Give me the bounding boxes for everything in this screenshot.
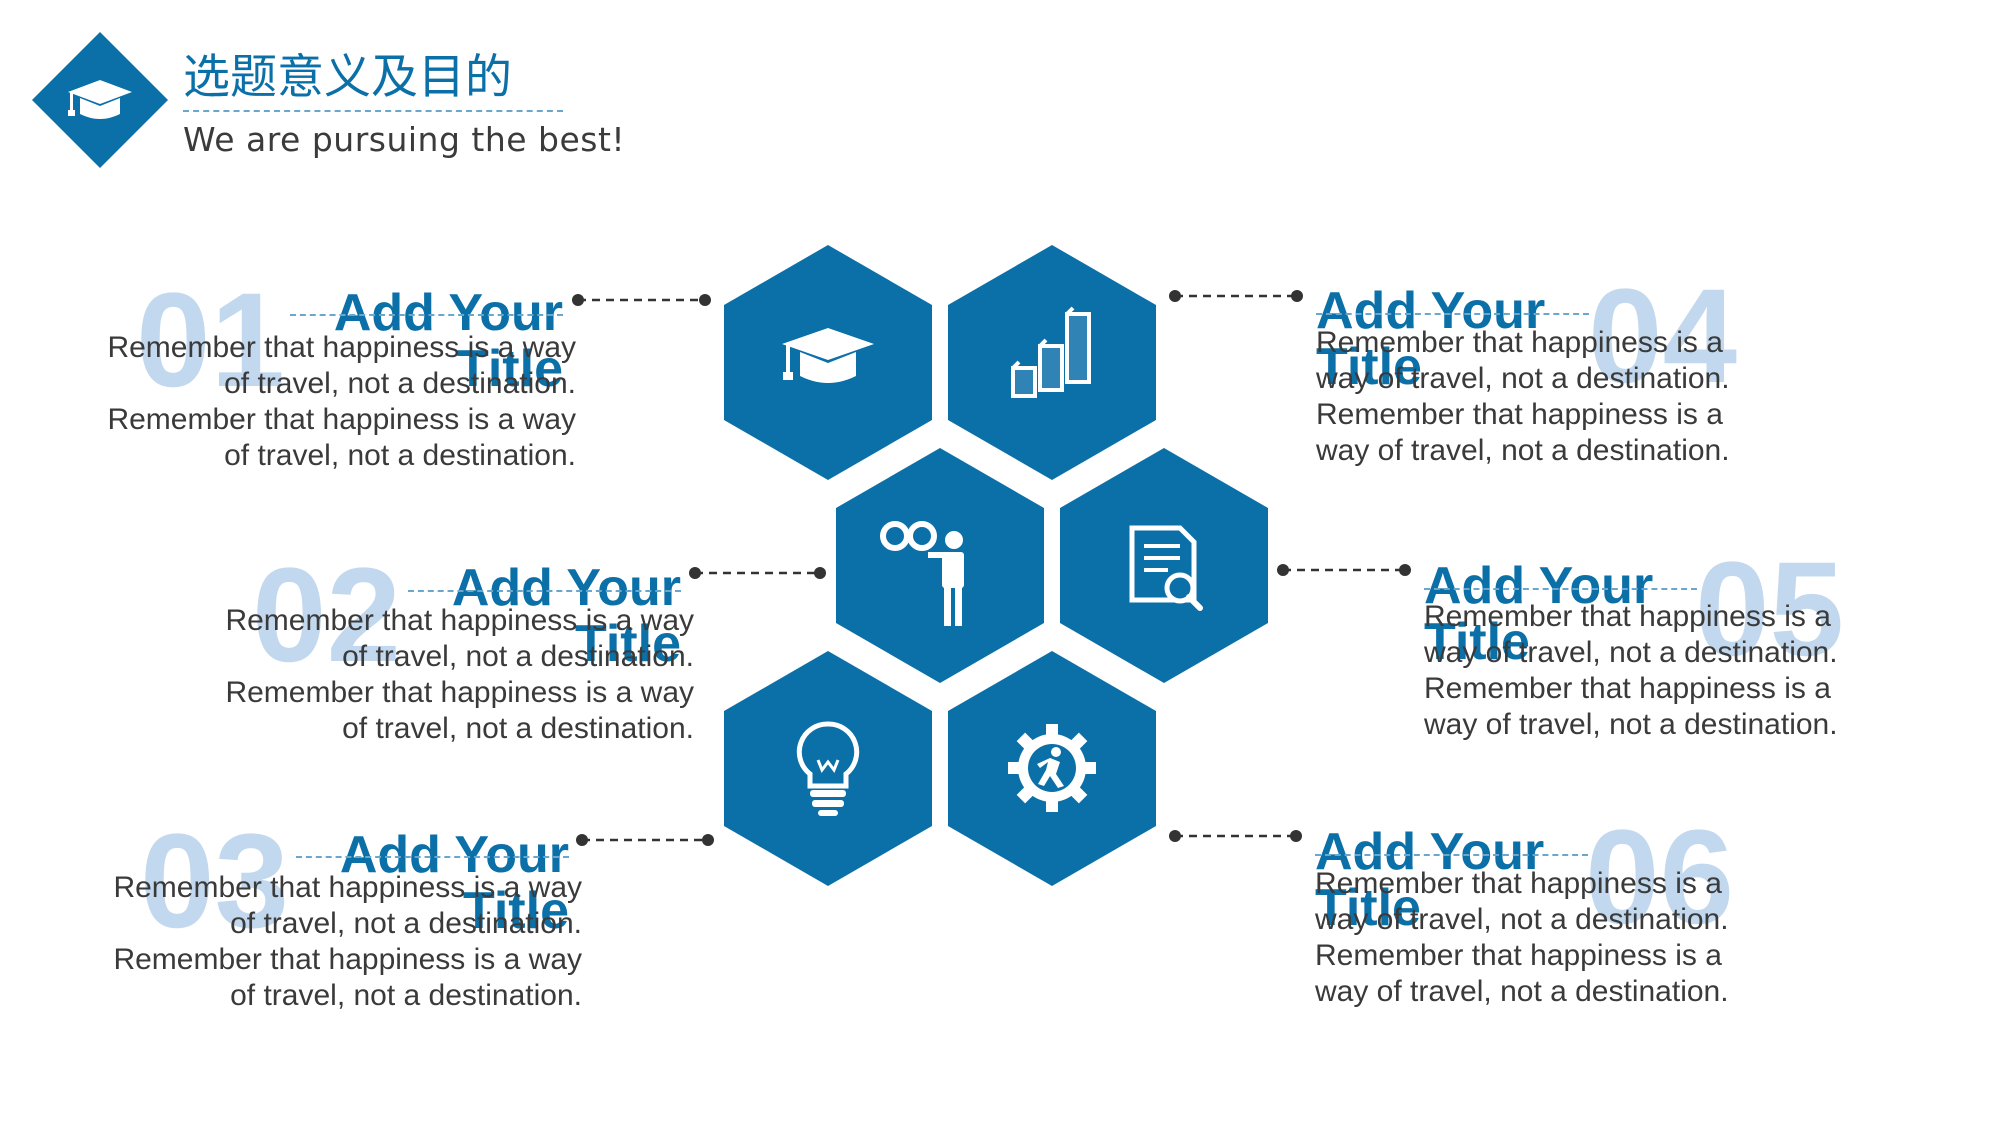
- item-title-05: Add Your Title: [1424, 557, 1654, 671]
- item-text-03: Remember that happiness is a way of trav…: [113, 871, 582, 1012]
- connector-04: [1169, 290, 1303, 302]
- item-text-04: Remember that happiness is a way of trav…: [1316, 326, 1730, 467]
- item-title-underline-05: [1424, 588, 1697, 590]
- item-title-underline-02: [408, 590, 681, 592]
- hexagon-3: [836, 448, 1044, 683]
- item-title-03: Add Your Title: [339, 826, 569, 940]
- item-number-03: 03: [140, 807, 290, 956]
- hexagon-2: [948, 245, 1156, 480]
- lightbulb-icon: [796, 721, 860, 816]
- item-title-01: Add Your Title: [333, 284, 563, 398]
- item-title-underline-06: [1315, 854, 1588, 856]
- item-title-underline-01: [290, 314, 563, 316]
- hexagon-1: [724, 245, 932, 480]
- connector-05: [1277, 564, 1411, 576]
- graduation-cap-icon: [782, 328, 874, 383]
- graduation-cap-icon: [68, 80, 132, 119]
- gear-runner-icon: [1008, 724, 1096, 812]
- binoculars-person-icon: [880, 521, 964, 626]
- document-search-icon: [1129, 525, 1203, 611]
- item-number-02: 02: [252, 541, 402, 690]
- item-text-01: Remember that happiness is a way of trav…: [107, 331, 576, 472]
- connector-03: [576, 834, 714, 846]
- connector-06: [1169, 830, 1302, 842]
- bar-chart-icon: [1011, 306, 1091, 398]
- item-text-06: Remember that happiness is a way of trav…: [1315, 867, 1729, 1008]
- item-text-05: Remember that happiness is a way of trav…: [1424, 600, 1838, 741]
- item-text-02: Remember that happiness is a way of trav…: [225, 604, 694, 745]
- hexagon-5: [724, 651, 932, 886]
- page-subtitle: We are pursuing the best!: [183, 120, 626, 159]
- item-title-underline-04: [1316, 313, 1589, 315]
- item-number-04: 04: [1588, 262, 1738, 411]
- page-title: 选题意义及目的: [183, 48, 563, 112]
- item-title-02: Add Your Title: [451, 559, 681, 673]
- hexagon-4: [1060, 448, 1268, 683]
- connector-01: [572, 294, 711, 306]
- logo-diamond: [32, 32, 168, 168]
- item-number-01: 01: [136, 266, 286, 415]
- item-number-06: 06: [1585, 803, 1735, 952]
- item-title-04: Add Your Title: [1316, 282, 1546, 396]
- item-number-05: 05: [1695, 535, 1845, 684]
- hexagon-6: [948, 651, 1156, 886]
- item-title-underline-03: [296, 856, 569, 858]
- connector-02: [689, 567, 826, 579]
- item-title-06: Add Your Title: [1315, 823, 1545, 937]
